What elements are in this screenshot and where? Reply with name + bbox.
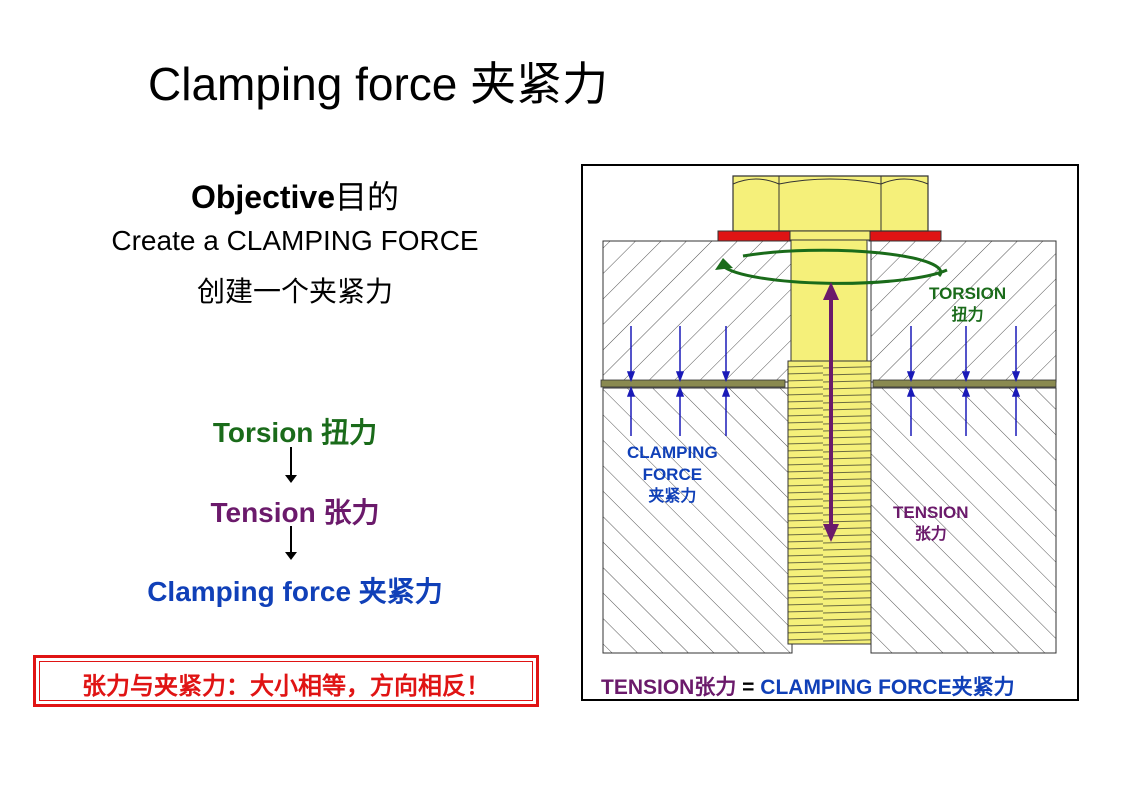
objective-heading-en: Objective [190, 179, 336, 215]
equation-equals: = [736, 676, 761, 699]
bolt-diagram: TORSION 扭力 CLAMPING FORCE 夹紧力 TENSION 张力… [581, 164, 1079, 701]
torsion-label-en: TORSION [929, 284, 1007, 303]
torsion-label: TORSION 扭力 [929, 283, 1006, 327]
bolt-head [732, 175, 929, 232]
equation-clamping: CLAMPING FORCE夹紧力 [760, 676, 1015, 699]
note-text: 张力与夹紧力：大小相等，方向相反！ [82, 673, 490, 700]
clamping-label-en-1: CLAMPING [627, 443, 718, 462]
clamping-force-label: CLAMPING FORCE 夹紧力 [627, 442, 718, 508]
joint-line-left [600, 379, 786, 388]
bolt-diagram-svg [600, 175, 1057, 654]
objective-line-cn: 创建一个夹紧力 [196, 276, 393, 307]
top-plate-left [602, 240, 793, 383]
tension-label-cn: 张力 [914, 526, 947, 543]
bottom-plate-right [870, 387, 1057, 654]
clamping-label-cn: 夹紧力 [648, 488, 697, 505]
clamping-arrows-left [626, 326, 731, 436]
washer-right [868, 230, 942, 242]
flow-tension: Tension 张力 [210, 497, 380, 528]
page-title: Clamping force 夹紧力 [148, 58, 609, 110]
tension-label: TENSION 张力 [893, 502, 969, 546]
objective-heading: Objective目的 [0, 172, 590, 218]
equation: TENSION张力 = CLAMPING FORCE夹紧力 [601, 671, 1015, 701]
tension-arrow [823, 282, 839, 542]
flow-arrow-1 [284, 447, 298, 483]
flow-arrow-2 [284, 526, 298, 560]
clamping-label-en-2: FORCE [642, 465, 703, 484]
washer-left [717, 230, 791, 242]
torsion-arrow [715, 248, 948, 285]
torsion-label-cn: 扭力 [951, 307, 984, 324]
objective-line-en: Create a CLAMPING FORCE [111, 225, 479, 256]
note-box: 张力与夹紧力：大小相等，方向相反！ [33, 655, 539, 707]
tension-label-en: TENSION [893, 503, 969, 522]
equation-tension: TENSION张力 [601, 676, 737, 699]
clamping-arrows-right [906, 326, 1021, 436]
objective-heading-cn: 目的 [335, 179, 400, 215]
bottom-plate-left [602, 387, 793, 654]
joint-line-right [872, 379, 1057, 388]
flow-clamping-force: Clamping force 夹紧力 [147, 576, 443, 607]
top-plate-right [870, 240, 1057, 383]
flow-torsion: Torsion 扭力 [212, 417, 378, 448]
